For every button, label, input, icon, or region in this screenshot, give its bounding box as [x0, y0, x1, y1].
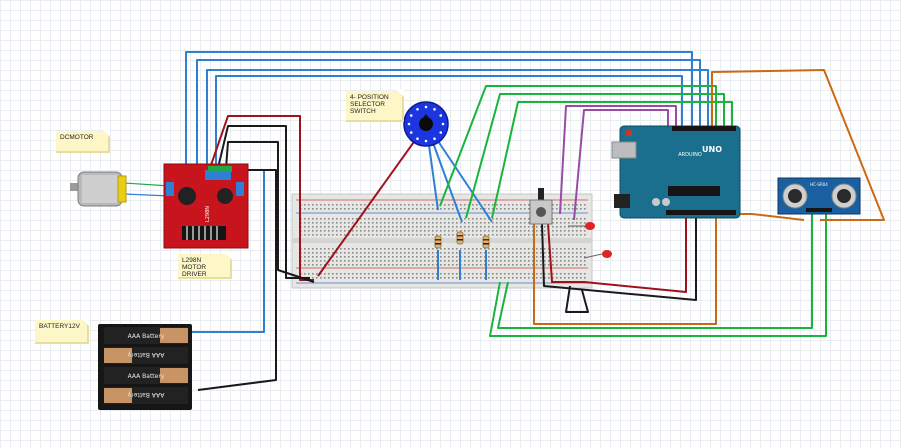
battery-cell: AAA Battery: [104, 347, 188, 364]
driver-chip-label: L298N: [205, 206, 211, 222]
wire-green-3: [491, 101, 733, 219]
battery-cell-label: AAA Battery: [128, 333, 165, 340]
wire-black-ground: [225, 141, 315, 283]
wire-orange-2: [533, 213, 805, 325]
note-selector-switch: 4- POSITION SELECTOR SWITCH: [346, 89, 404, 122]
wire-purple-2: [573, 109, 669, 221]
battery-cell-label: AAA Battery: [127, 351, 164, 358]
potentiometer[interactable]: [529, 188, 553, 225]
resistor-3[interactable]: [482, 235, 490, 249]
sensor-label: HC-SR04: [810, 182, 828, 187]
wire-black-battery: [197, 169, 277, 391]
wire-orange-1: [711, 69, 885, 221]
wire-black-return-1: [541, 214, 697, 301]
led-1[interactable]: [568, 222, 595, 230]
wire-red-power: [209, 115, 314, 281]
wire-red-return: [547, 214, 687, 293]
dc-motor[interactable]: [70, 171, 127, 207]
resistor-2[interactable]: [456, 231, 464, 245]
wire-green-1: [439, 85, 717, 207]
arduino-brand-label: ARDUINO: [678, 152, 702, 158]
battery-cell: AAA Battery: [104, 387, 188, 404]
wire-blue-3: [206, 69, 709, 168]
wire-black-return-2: [565, 285, 589, 313]
wire-black-power: [217, 125, 310, 279]
wire-green-4: [489, 212, 827, 337]
arduino-uno[interactable]: ARDUINO UNO: [611, 125, 741, 219]
wire-red-switch: [317, 124, 427, 277]
wire-green-5: [497, 212, 813, 329]
wire-switch-2: [431, 139, 463, 223]
wire-green-2: [465, 93, 725, 219]
wire-blue-1: [185, 51, 693, 168]
led-2[interactable]: [583, 250, 612, 259]
note-motor-driver: L298N MOTOR DRIVER: [178, 252, 232, 279]
note-battery: BATTERY12V: [35, 318, 89, 344]
wire-motor-a: [123, 182, 171, 187]
battery-cell: AAA Battery: [104, 327, 188, 344]
ultrasonic-sensor[interactable]: HC-SR04: [777, 177, 861, 215]
l298n-motor-driver[interactable]: L298N: [163, 163, 249, 249]
wire-switch-1: [427, 137, 439, 211]
wire-switch-3: [435, 137, 493, 223]
wires: [123, 51, 885, 391]
battery-cell: AAA Battery: [104, 367, 188, 384]
arduino-model-label: UNO: [702, 145, 722, 154]
wire-motor-b: [123, 193, 171, 197]
selector-switch[interactable]: [403, 101, 449, 147]
wire-purple-1: [559, 105, 677, 215]
battery-cell-label: AAA Battery: [127, 391, 164, 398]
battery-cell-label: AAA Battery: [128, 373, 165, 380]
resistor-1[interactable]: [434, 235, 442, 249]
note-dc-motor: DCMOTOR: [56, 129, 110, 153]
